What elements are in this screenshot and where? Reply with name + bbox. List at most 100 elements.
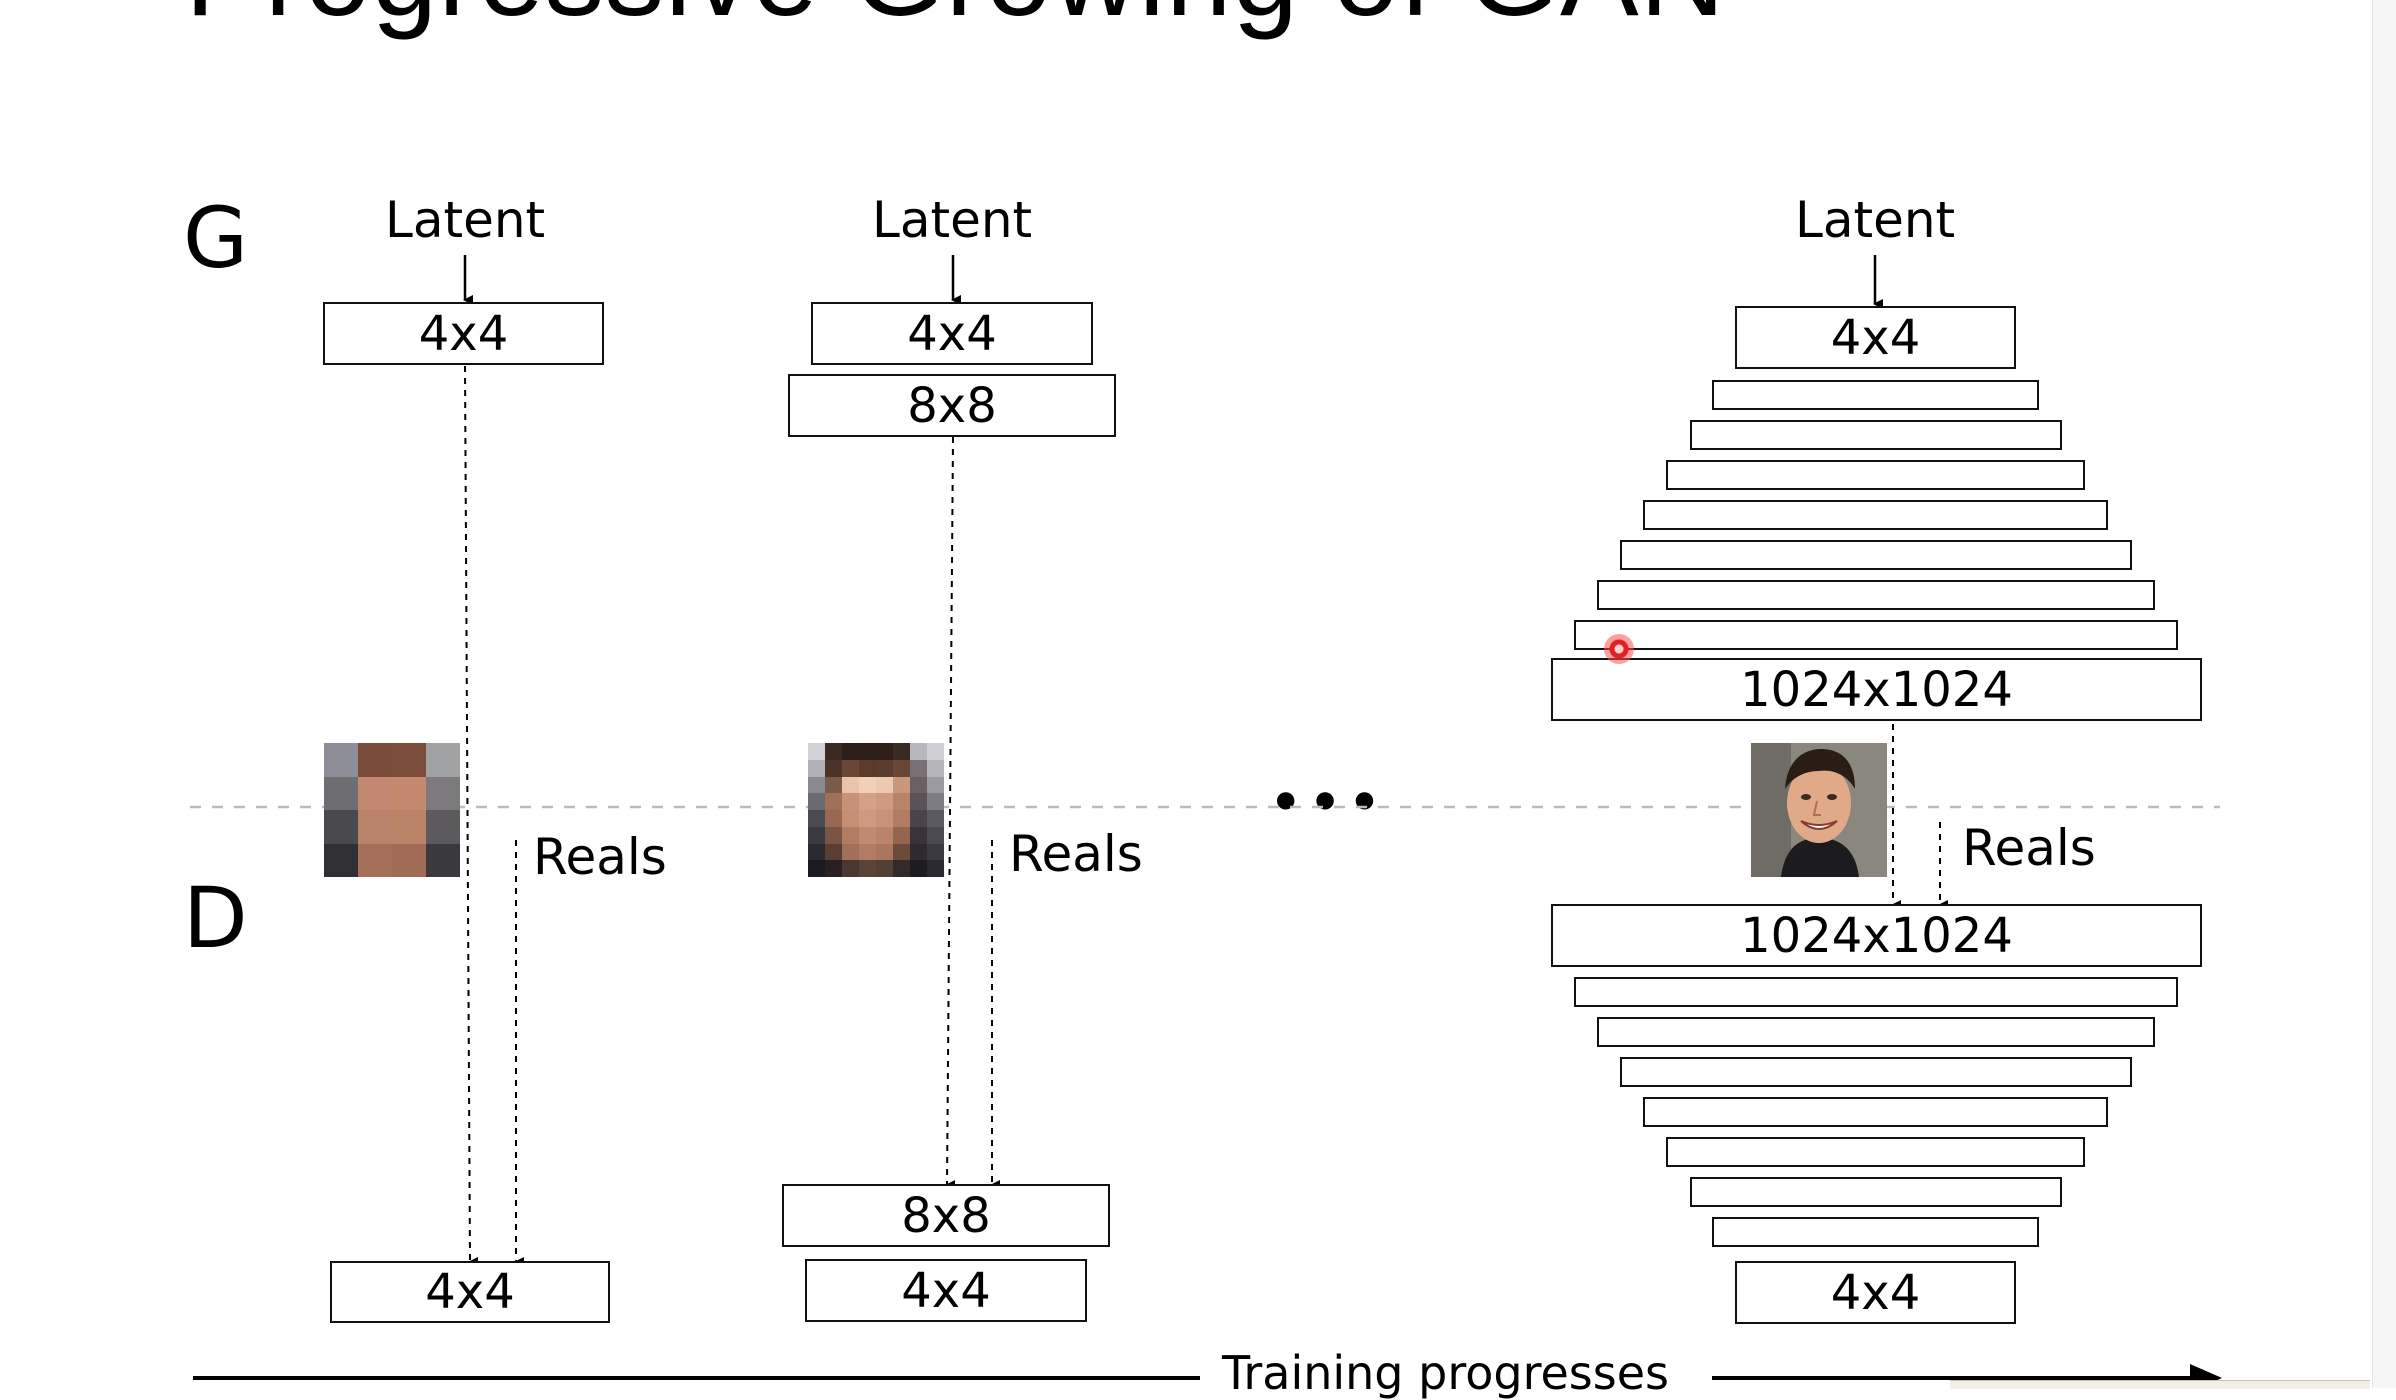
image-pixel [808, 759, 825, 777]
image-pixel [893, 776, 910, 794]
image-pixel [859, 776, 876, 794]
image-pixel [927, 776, 944, 794]
stage2-g-layer-4x4: 4x4 [811, 302, 1093, 365]
image-pixel [808, 826, 825, 844]
image-pixel [927, 843, 944, 861]
stage1-fake-path [464, 365, 479, 1267]
image-pixel [910, 776, 927, 794]
image-pixel [910, 860, 927, 877]
image-pixel [893, 759, 910, 777]
image-pixel [825, 793, 842, 811]
image-pixel [842, 826, 859, 844]
laser-pointer-icon [1604, 634, 1634, 664]
taskbar-corner [1950, 1380, 2370, 1389]
image-pixel [426, 810, 460, 844]
image-pixel [808, 776, 825, 794]
image-pixel [876, 793, 893, 811]
image-pixel [876, 860, 893, 877]
image-pixel [876, 776, 893, 794]
stage2-latent-label: Latent [872, 191, 1033, 249]
image-pixel [358, 843, 392, 877]
stage3-d-layer [1643, 1097, 2108, 1127]
image-pixel [910, 826, 927, 844]
image-pixel [876, 743, 893, 760]
ellipsis: ••• [1268, 768, 1387, 838]
stage3-d-layer [1666, 1137, 2085, 1167]
image-pixel [358, 776, 392, 811]
stage3-d-layer [1712, 1217, 2039, 1247]
stage2-d-layer-4x4: 4x4 [805, 1259, 1087, 1322]
image-pixel [927, 826, 944, 844]
stage3-d-layer [1597, 1017, 2155, 1047]
training-progress-label: Training progresses [1222, 1346, 1669, 1400]
image-pixel [825, 826, 842, 844]
image-pixel [392, 743, 426, 777]
image-pixel [842, 843, 859, 861]
image-pixel [910, 843, 927, 861]
image-pixel [392, 810, 426, 844]
stage2-g-layer-8x8: 8x8 [788, 374, 1116, 437]
image-pixel [859, 860, 876, 877]
image-pixel [842, 743, 859, 760]
image-pixel [893, 826, 910, 844]
image-pixel [324, 776, 358, 811]
stage2-reals-label: Reals [1009, 825, 1143, 883]
image-pixel [927, 860, 944, 877]
image-pixel [927, 759, 944, 777]
image-pixel [893, 843, 910, 861]
generator-label: G [183, 189, 249, 287]
stage3-latent-label: Latent [1795, 191, 1956, 249]
stage3-g-layer [1620, 540, 2132, 570]
image-pixel [927, 810, 944, 827]
image-pixel [358, 743, 392, 777]
face-4x4-image [324, 743, 460, 877]
image-pixel [876, 826, 893, 844]
image-pixel [324, 743, 358, 777]
stage3-d-layer-1024x1024: 1024x1024 [1551, 904, 2202, 967]
image-pixel [842, 759, 859, 777]
image-pixel [825, 759, 842, 777]
image-pixel [910, 759, 927, 777]
image-pixel [808, 743, 825, 760]
image-pixel [927, 743, 944, 760]
image-pixel [808, 860, 825, 877]
image-pixel [842, 860, 859, 877]
stage3-reals-label: Reals [1962, 819, 2096, 877]
stage3-g-layer-1024x1024: 1024x1024 [1551, 658, 2202, 721]
image-pixel [825, 776, 842, 794]
image-pixel [808, 793, 825, 811]
slide-title: Progressive Growing of GAN [185, 0, 1726, 34]
image-pixel [392, 843, 426, 877]
stage1-g-layer-4x4: 4x4 [323, 302, 604, 365]
image-pixel [910, 743, 927, 760]
image-pixel [825, 810, 842, 827]
image-pixel [808, 843, 825, 861]
image-pixel [426, 776, 460, 811]
stage3-g-layer-4x4: 4x4 [1735, 306, 2016, 369]
image-pixel [927, 793, 944, 811]
image-pixel [842, 776, 859, 794]
stage3-g-layer [1690, 420, 2062, 450]
image-pixel [859, 843, 876, 861]
image-pixel [876, 843, 893, 861]
stage2-fake-path [945, 436, 956, 1191]
image-pixel [392, 776, 426, 811]
image-pixel [324, 843, 358, 877]
stage1-d-layer-4x4: 4x4 [330, 1261, 610, 1323]
stage3-g-layer [1666, 460, 2085, 490]
image-pixel [842, 810, 859, 827]
face-1024-image [1751, 743, 1887, 877]
stage1-latent-label: Latent [385, 191, 546, 249]
image-pixel [910, 793, 927, 811]
image-pixel [825, 843, 842, 861]
image-pixel [808, 810, 825, 827]
image-pixel [910, 810, 927, 827]
image-pixel [893, 743, 910, 760]
discriminator-label: D [183, 869, 248, 967]
image-pixel [893, 860, 910, 877]
image-pixel [876, 759, 893, 777]
image-pixel [324, 810, 358, 844]
stage3-d-layer [1574, 977, 2178, 1007]
